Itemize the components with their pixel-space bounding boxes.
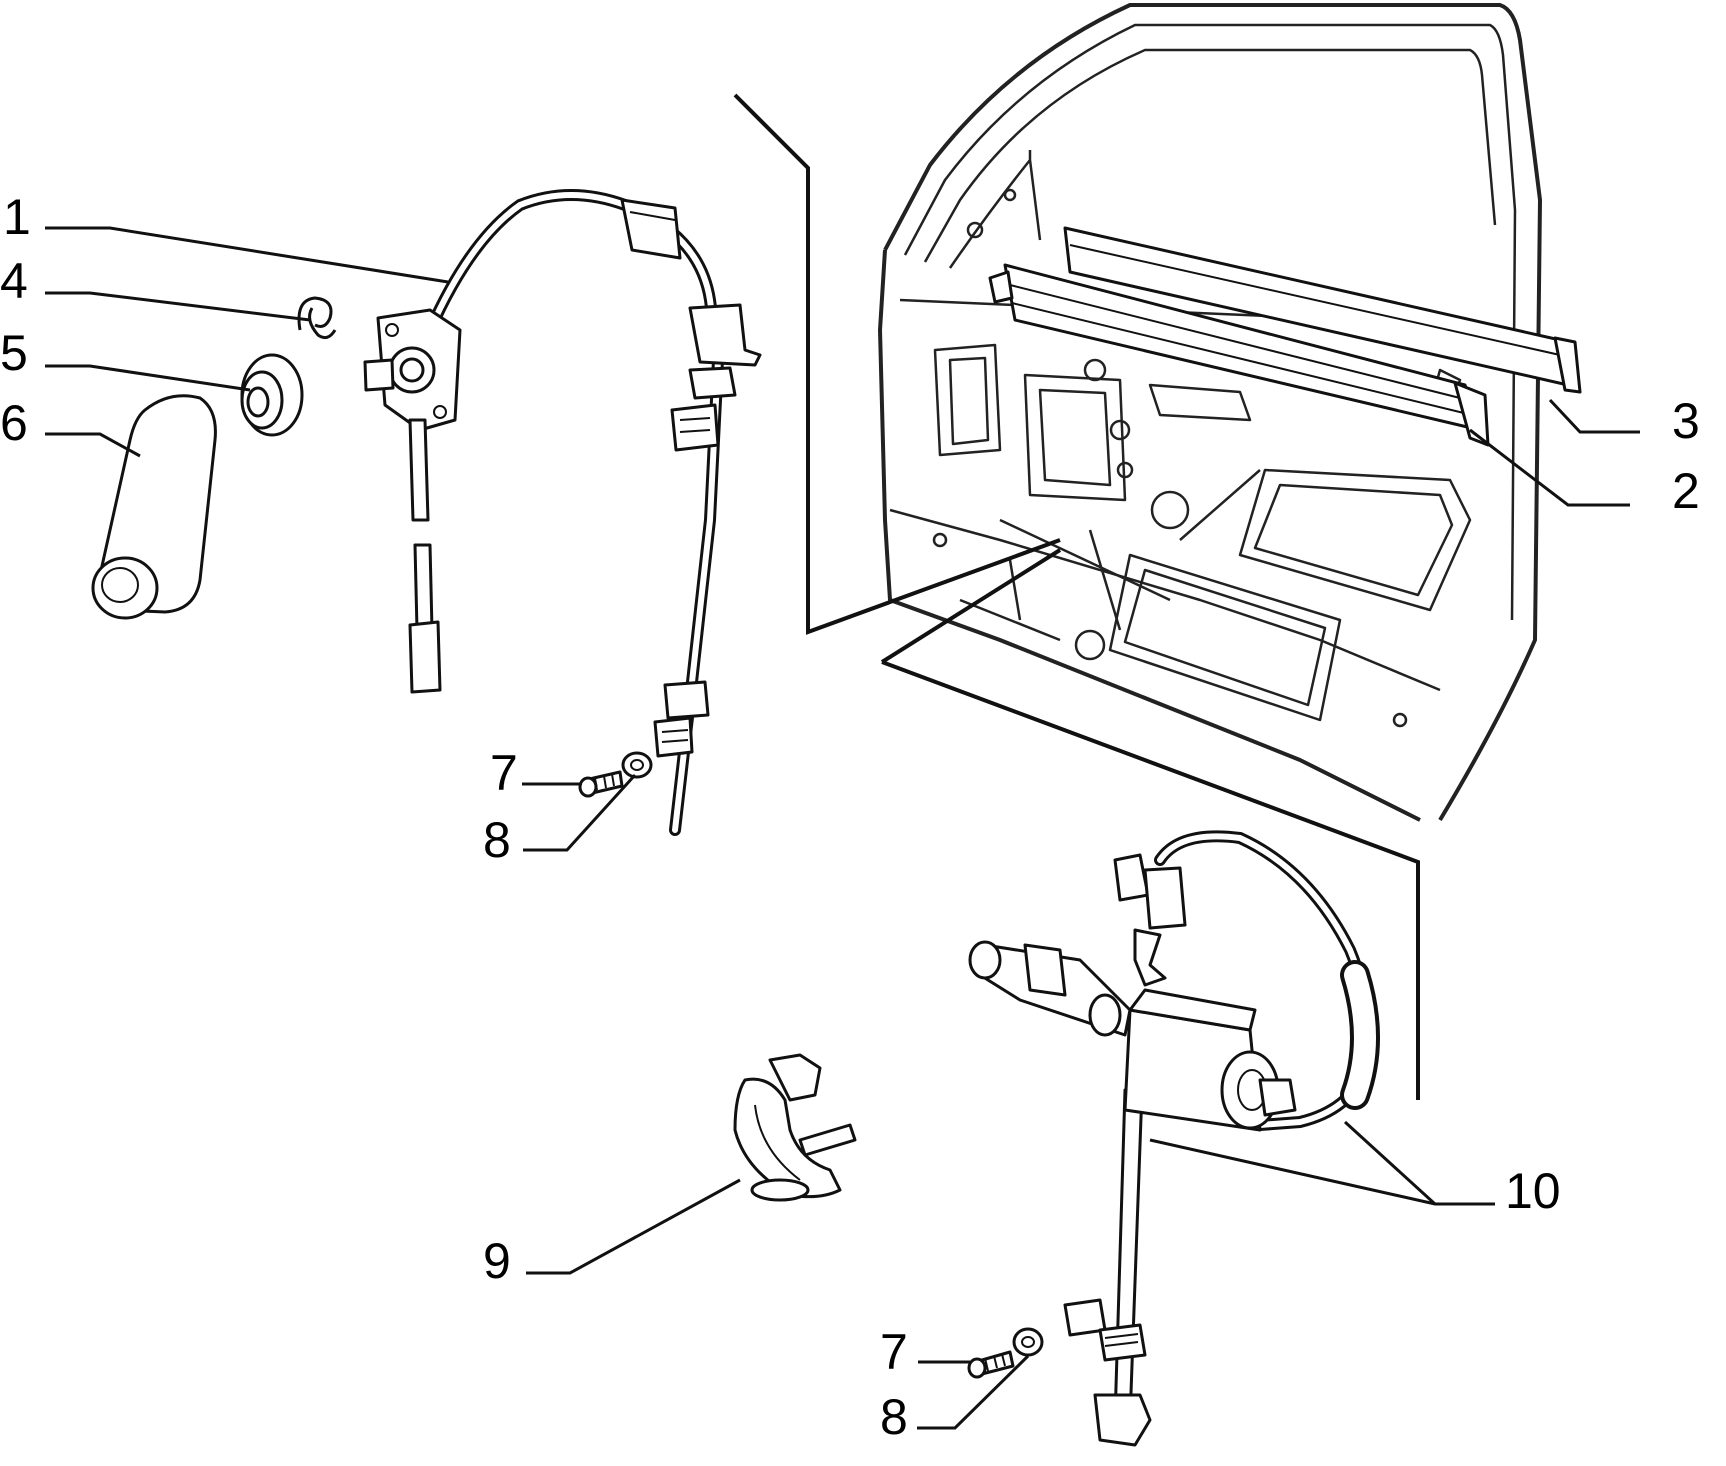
- handle-bushing: [240, 353, 304, 437]
- callout-1: 1: [3, 189, 31, 245]
- washer-upper: [621, 751, 653, 779]
- callout-9: 9: [483, 1233, 511, 1289]
- washer-lower: [1012, 1327, 1044, 1357]
- window-winder-handle: [91, 394, 217, 620]
- callout-8-upper: 8: [483, 812, 511, 868]
- window-channel-outer: [1063, 226, 1582, 394]
- leader-lines: [45, 226, 1640, 1430]
- door-panel: [878, 3, 1542, 822]
- callout-7-upper: 7: [490, 745, 518, 801]
- callout-5: 5: [0, 325, 28, 381]
- detail-frame-lines: [733, 93, 1420, 1100]
- window-channel-inner: [988, 263, 1490, 447]
- manual-window-regulator: [363, 189, 762, 836]
- spring-clip: [297, 296, 337, 340]
- callout-10: 10: [1505, 1163, 1561, 1219]
- screw-upper: [578, 770, 624, 798]
- motor-mount-bracket: [733, 1053, 857, 1202]
- callout-8-lower: 8: [880, 1389, 908, 1445]
- callout-6: 6: [0, 395, 28, 451]
- electric-window-regulator: [968, 830, 1380, 1447]
- callout-4: 4: [0, 253, 28, 309]
- callout-3: 3: [1672, 393, 1700, 449]
- callout-2: 2: [1672, 463, 1700, 519]
- screw-lower: [967, 1350, 1015, 1379]
- callout-7-lower: 7: [880, 1324, 908, 1380]
